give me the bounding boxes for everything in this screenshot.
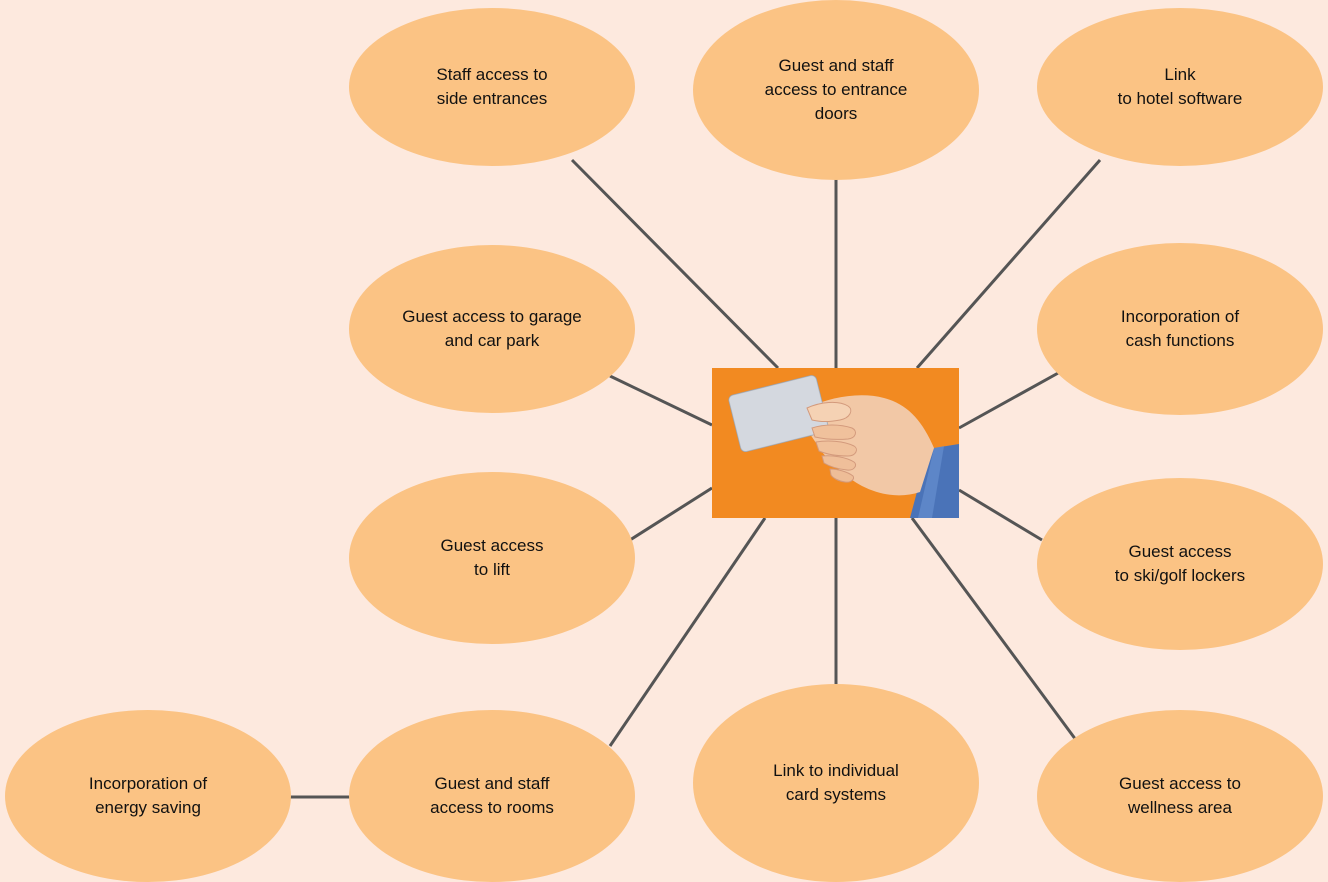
connector-guest-garage-car-park <box>610 376 712 425</box>
node-label-line: wellness area <box>1128 796 1232 820</box>
node-label-line: Incorporation of <box>1121 305 1239 329</box>
node-label-line: Guest access <box>1129 540 1232 564</box>
node-label-line: access to rooms <box>430 796 554 820</box>
hand-holding-keycard-icon <box>712 368 959 518</box>
node-label-line: Guest access <box>441 534 544 558</box>
node-guest-wellness-area: Guest access to wellness area <box>1037 710 1323 882</box>
node-label-line: Link to individual <box>773 759 899 783</box>
connector-guest-lift <box>630 488 712 540</box>
node-label-line: Staff access to <box>436 63 547 87</box>
node-energy-saving: Incorporation of energy saving <box>5 710 291 882</box>
node-label-line: to ski/golf lockers <box>1115 564 1245 588</box>
node-label-line: to hotel software <box>1118 87 1243 111</box>
node-guest-lift: Guest access to lift <box>349 472 635 644</box>
node-label-line: Guest and staff <box>435 772 550 796</box>
node-staff-side-entrances: Staff access to side entrances <box>349 8 635 166</box>
node-label-line: side entrances <box>437 87 548 111</box>
connector-guest-ski-golf-lockers <box>959 490 1042 540</box>
node-label-line: energy saving <box>95 796 201 820</box>
node-label-line: doors <box>815 102 858 126</box>
node-label-line: access to entrance <box>765 78 908 102</box>
node-label-line: Link <box>1164 63 1195 87</box>
node-label-line: Guest access to garage <box>402 305 582 329</box>
node-label-line: to lift <box>474 558 510 582</box>
node-guest-staff-entrance-doors: Guest and staff access to entrance doors <box>693 0 979 180</box>
node-label-line: Incorporation of <box>89 772 207 796</box>
node-label-line: card systems <box>786 783 886 807</box>
node-link-individual-card-systems: Link to individual card systems <box>693 684 979 882</box>
node-label-line: Guest access to <box>1119 772 1241 796</box>
node-cash-functions: Incorporation of cash functions <box>1037 243 1323 415</box>
connector-cash-functions <box>959 372 1060 428</box>
node-guest-ski-golf-lockers: Guest access to ski/golf lockers <box>1037 478 1323 650</box>
node-label-line: and car park <box>445 329 540 353</box>
node-link-hotel-software: Link to hotel software <box>1037 8 1323 166</box>
node-label-line: cash functions <box>1126 329 1235 353</box>
node-guest-staff-rooms: Guest and staff access to rooms <box>349 710 635 882</box>
node-label-line: Guest and staff <box>779 54 894 78</box>
center-keycard-image <box>712 368 959 518</box>
node-guest-garage-car-park: Guest access to garage and car park <box>349 245 635 413</box>
